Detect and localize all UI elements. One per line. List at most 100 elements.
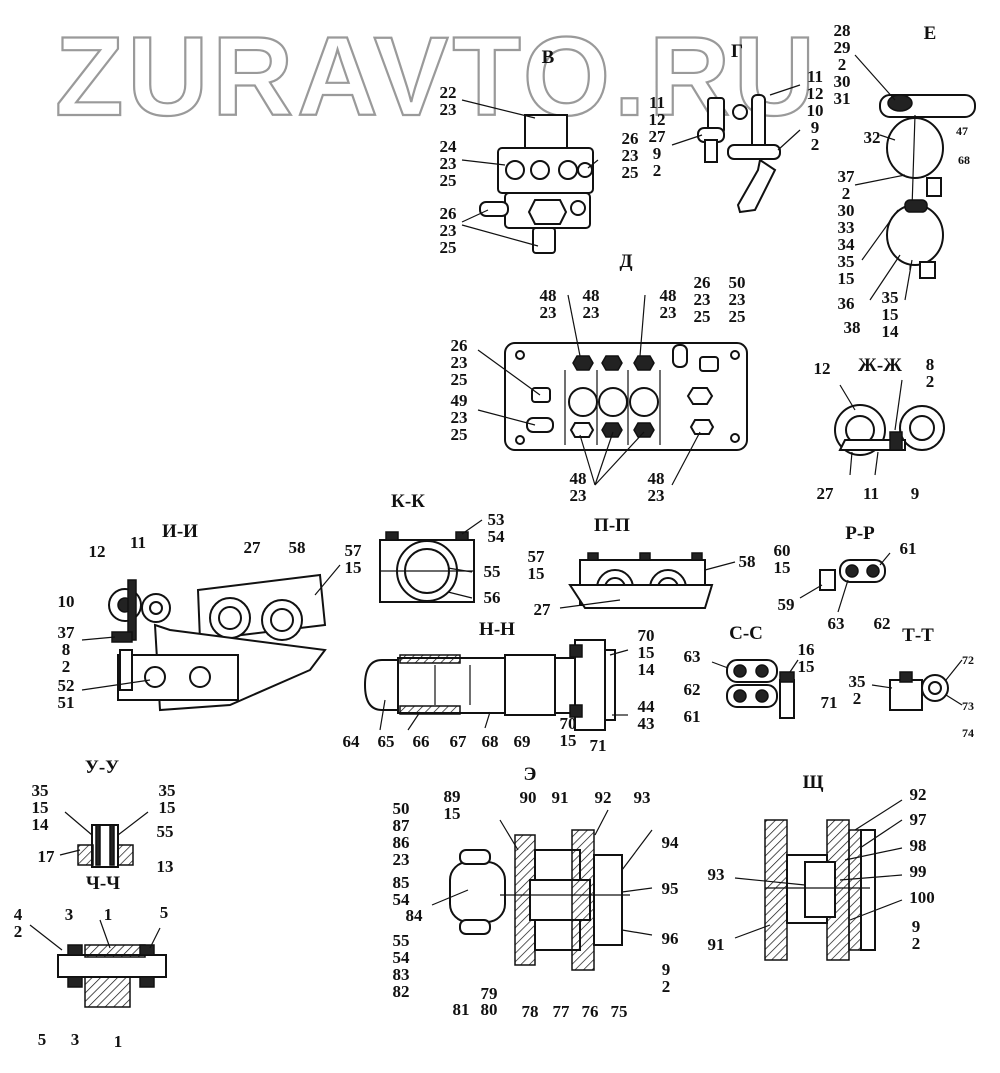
callout-label: 91 [707,935,725,954]
section-d-title: Д [619,251,633,272]
callout-label: 63 [683,647,701,666]
view-r-r [799,552,891,613]
section-nn-title: Н-Н [479,619,515,640]
callout-label: 1 [103,905,113,924]
view-n-n [363,639,629,731]
callout-label: 99 [909,862,927,881]
view-s-s [711,659,799,719]
callout-label: 64 [342,732,360,751]
callout-label: 93 [633,788,651,807]
callout-label: 11 [129,533,147,552]
callout-label: 67 [449,732,467,751]
callout-label: 12 [813,359,831,378]
callout-label: 72 [962,653,974,667]
section-kk-title: К-К [391,491,425,512]
callout-label: 62 [873,614,891,633]
view-i-i [81,564,341,712]
section-pp-title: П-П [594,515,630,536]
callout-label: 81 [452,1000,470,1019]
callout-label: 79 [480,984,498,1003]
callout-label: 55 [156,822,174,841]
section-tt-title: Т-Т [902,625,934,646]
callout-label: 27 [243,538,261,557]
callout-label: 58 [288,538,306,557]
callout-label: 11 [862,484,880,503]
callout-label: 56 [483,588,501,607]
callout-label: 12 [88,542,106,561]
callout-label: 65 [377,732,395,751]
callout-label: 76 [581,1002,599,1021]
section-g-title: Г [730,41,744,62]
watermark-text: ZURAVTO.RU [55,14,819,139]
view-k-k [379,519,483,603]
callout-label: 15 [559,731,577,750]
callout-label: 68 [958,153,970,167]
callout-label: 94 [661,833,679,852]
callout-label: 77 [552,1002,570,1021]
callout-label: 59 [777,595,795,614]
callout-label: 62 [683,680,701,699]
callout-label: 58 [738,552,756,571]
section-chch-title: Ч-Ч [85,873,121,894]
callout-label: 92 [909,785,927,804]
callout-label: 75 [610,1002,628,1021]
callout-label: 78 [521,1002,539,1021]
section-e2-title: Э [523,764,537,785]
view-p-p [559,552,736,609]
callout-label: 98 [909,836,927,855]
callout-label: 70 [559,714,577,733]
view-ch-ch [29,919,167,1008]
callout-label: 97 [909,810,927,829]
callout-label: 1 [113,1032,123,1051]
callout-label: 27 [816,484,834,503]
callout-label: 90 [519,788,537,807]
section-zh-title: Ж-Ж [858,355,902,376]
callout-label: 32 [863,128,881,147]
callout-label: 36 [837,294,855,313]
callout-label: 80 [480,1000,498,1019]
callout-label: 38 [843,318,861,337]
callout-label: 17 [37,847,55,866]
callout-label: 95 [661,879,679,898]
view-d-plate [477,294,748,486]
callout-label: 69 [513,732,531,751]
callout-label: 66 [412,732,430,751]
view-u-u [59,811,149,868]
view-shch [734,799,903,961]
view-v-valve [461,99,599,254]
view-t-t [871,659,963,711]
callout-label: 3 [64,905,74,924]
callout-label: 91 [551,788,569,807]
view-g-bracket [671,84,801,214]
callout-label: 73 [962,699,974,713]
callout-label: 74 [962,726,974,740]
callout-label: 63 [827,614,845,633]
callout-label: 27 [533,600,551,619]
callout-label: 9 [910,484,920,503]
section-uu-title: У-У [84,757,120,778]
callout-label: 100 [909,888,935,907]
